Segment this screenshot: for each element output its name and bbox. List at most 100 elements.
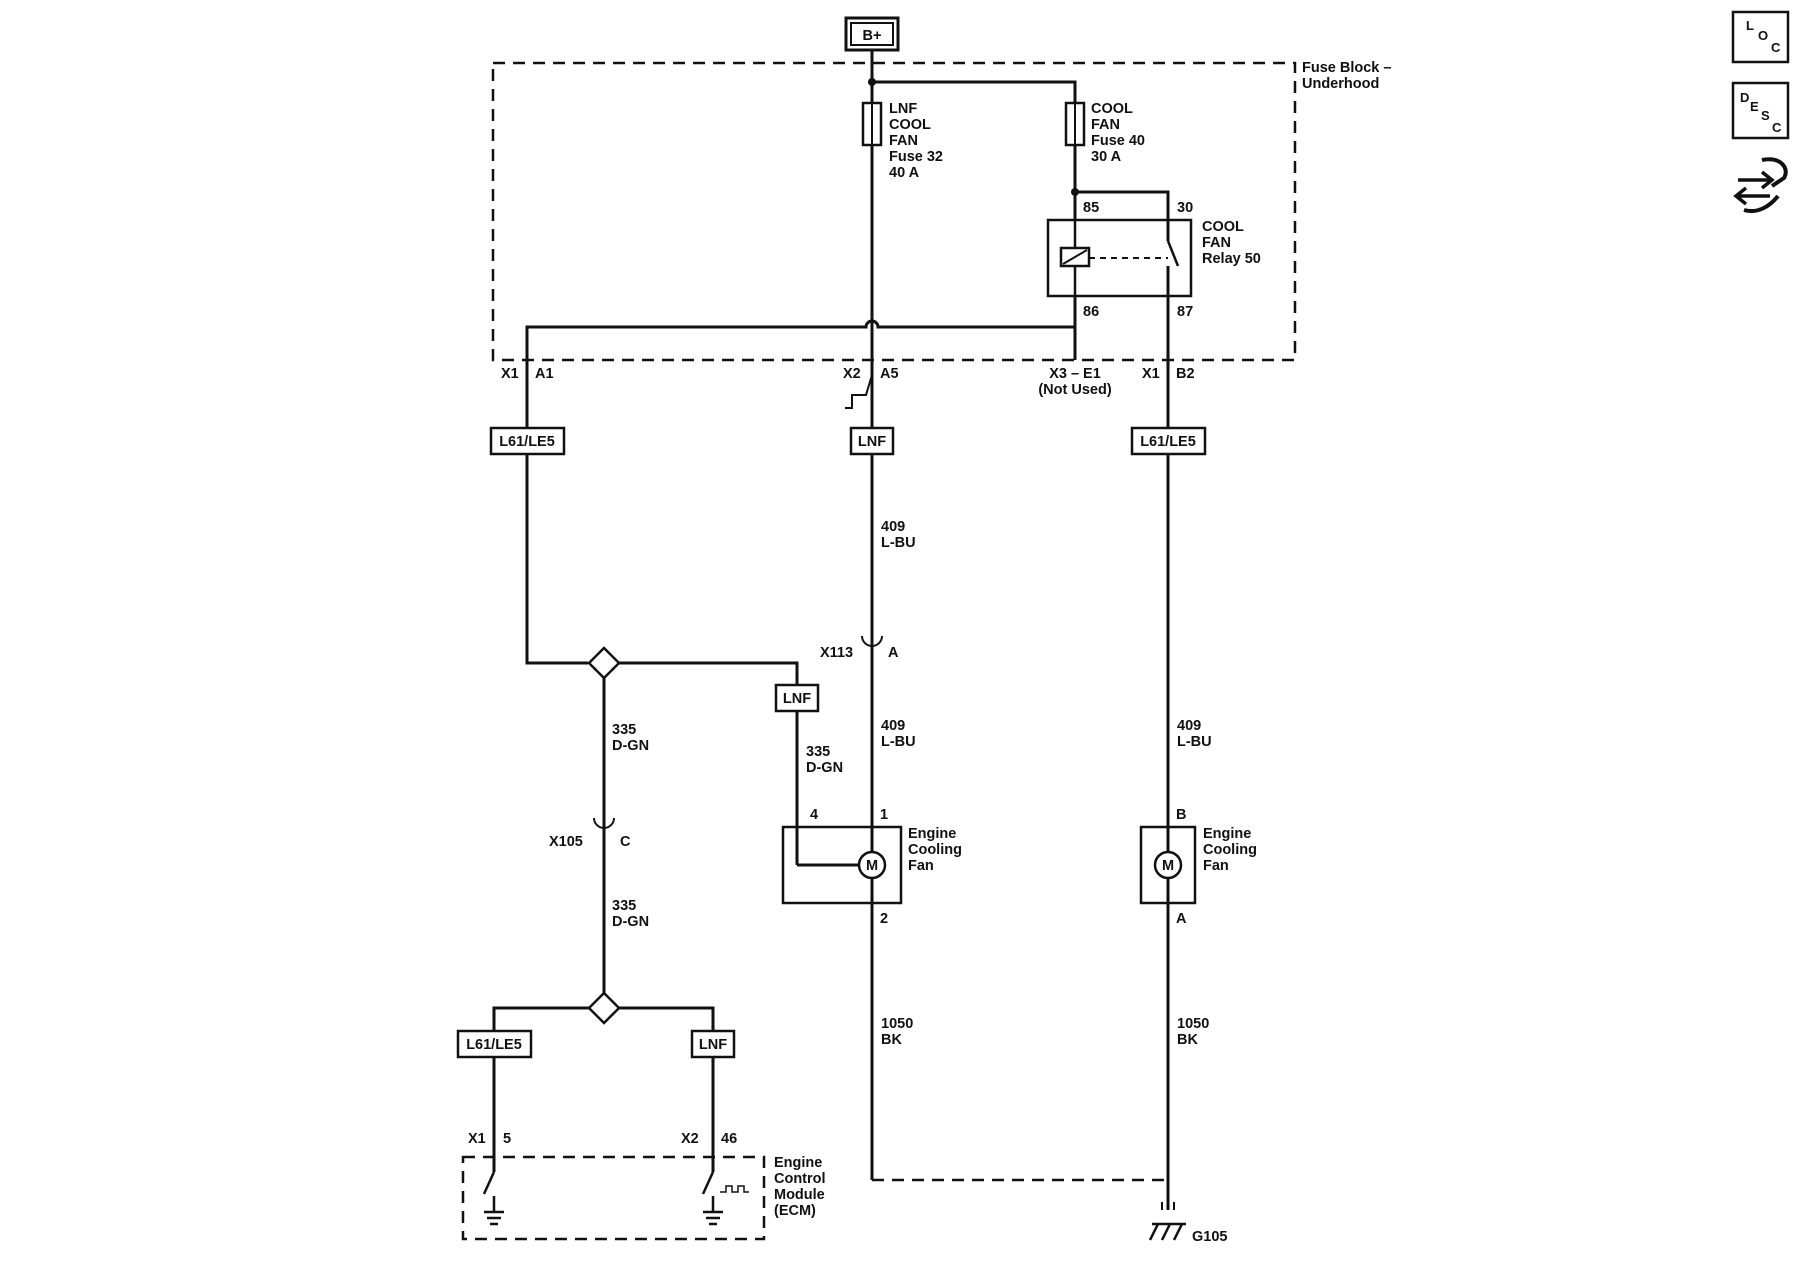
ground-label: G105 (1192, 1229, 1227, 1245)
svg-text:LNF: LNF (858, 434, 886, 450)
wire-to-ecm-x1 (492, 1006, 589, 1033)
conn-x1b2-pin: B2 (1176, 366, 1195, 382)
w409mid-color: L-BU (881, 734, 916, 750)
conn-x1a1-pin: A1 (535, 366, 554, 382)
wire-x1-a1-bus (525, 319, 1075, 430)
wire-335-left-top (525, 454, 588, 665)
fuse-32[interactable] (861, 82, 883, 147)
w335a-color: D-GN (612, 738, 649, 754)
svg-text:L61/LE5: L61/LE5 (466, 1037, 522, 1053)
fan-lnf-label-1: Engine (908, 826, 956, 842)
relay-label-1: COOL (1202, 219, 1244, 235)
w335b-color: D-GN (806, 760, 843, 776)
engine-cooling-fan-std[interactable]: M (1139, 825, 1197, 905)
ecm-label-2: Control (774, 1171, 826, 1187)
w1050b-circuit: 1050 (1177, 1016, 1209, 1032)
fuse40-label-4: 30 A (1091, 149, 1122, 165)
wire-break-symbol (845, 374, 873, 409)
loc-letter-l: L (1746, 18, 1754, 33)
relay-pin-86: 86 (1083, 304, 1099, 320)
conn-x113-name: X113 (820, 645, 853, 661)
w409right-color: L-BU (1177, 734, 1212, 750)
battery-power-terminal[interactable]: B+ (844, 16, 900, 52)
cool-fan-relay-50[interactable] (1046, 218, 1193, 298)
fan-std-label-2: Cooling (1203, 842, 1257, 858)
ecm-label-4: (ECM) (774, 1203, 816, 1219)
motor-symbol: M (866, 858, 878, 874)
desc-letter-e: E (1750, 99, 1759, 114)
w1050a-circuit: 1050 (881, 1016, 913, 1032)
w1050b-color: BK (1177, 1032, 1198, 1048)
fan-lnf-label-3: Fan (908, 858, 934, 874)
wire-to-30 (1075, 190, 1170, 220)
conn-ecm-x2-name: X2 (681, 1131, 699, 1147)
fuse32-label-1: LNF (889, 101, 917, 117)
ecm-label-1: Engine (774, 1155, 822, 1171)
connector-x113[interactable] (861, 620, 883, 647)
conn-ecm-x1-name: X1 (468, 1131, 486, 1147)
wire-to-ecm-x2 (619, 1006, 715, 1033)
w335c-circuit: 335 (612, 898, 636, 914)
fan-lnf-pin-4: 4 (810, 807, 818, 823)
w409mid-circuit: 409 (881, 718, 905, 734)
fan-std-label-1: Engine (1203, 826, 1251, 842)
conn-x3e1-name: X3 – E1 (1049, 366, 1101, 382)
fuse32-label-5: 40 A (889, 165, 920, 181)
conn-x105-pin: C (620, 834, 631, 850)
svg-text:L61/LE5: L61/LE5 (499, 434, 555, 450)
relay-pin-87: 87 (1177, 304, 1193, 320)
conn-ecm-x2-pin: 46 (721, 1131, 737, 1147)
fan-std-pin-a: A (1176, 911, 1187, 927)
fuse32-label-4: Fuse 32 (889, 149, 943, 165)
conn-x105-name: X105 (549, 834, 583, 850)
fuse40-label-3: Fuse 40 (1091, 133, 1145, 149)
fan-lnf-pin-2: 2 (880, 911, 888, 927)
wire-335-to-fan-lnf (619, 661, 799, 685)
option-box-lnf-fan[interactable]: LNF (774, 683, 820, 713)
w335a-circuit: 335 (612, 722, 636, 738)
splice-diamond-lower[interactable] (587, 991, 621, 1025)
option-box-l61-b2[interactable]: L61/LE5 (1130, 426, 1207, 456)
relay-pin-30: 30 (1177, 200, 1193, 216)
svg-text:L61/LE5: L61/LE5 (1140, 434, 1196, 450)
ground-g105-icon[interactable] (1148, 1200, 1186, 1241)
fuse-block-title-2: Underhood (1302, 76, 1379, 92)
option-box-l61-a1[interactable]: L61/LE5 (489, 426, 566, 456)
conn-x3e1-note: (Not Used) (1038, 382, 1111, 398)
fuse32-label-3: FAN (889, 133, 918, 149)
fan-lnf-label-2: Cooling (908, 842, 962, 858)
relay-pin-85: 85 (1083, 200, 1099, 216)
relay-label-2: FAN (1202, 235, 1231, 251)
fan-std-pin-b: B (1176, 807, 1186, 823)
fuse-block-title-1: Fuse Block – (1302, 60, 1391, 76)
desc-letter-c: C (1772, 120, 1782, 135)
wire-bus-fuse40 (872, 80, 1077, 103)
option-box-lnf-a5[interactable]: LNF (849, 426, 895, 456)
desc-button[interactable]: D E S C (1731, 81, 1790, 140)
connector-x105[interactable] (593, 815, 615, 829)
engine-cooling-fan-lnf[interactable]: M (781, 825, 903, 905)
ecm-label-3: Module (774, 1187, 825, 1203)
w409right-circuit: 409 (1177, 718, 1201, 734)
power-label: B+ (863, 28, 882, 44)
fuse40-label-2: FAN (1091, 117, 1120, 133)
w1050a-color: BK (881, 1032, 902, 1048)
fuse-block-outline (491, 61, 1297, 362)
conn-x2a5-pin: A5 (880, 366, 899, 382)
wrench-arrows-icon[interactable] (1733, 157, 1788, 213)
svg-text:LNF: LNF (699, 1037, 727, 1053)
option-box-l61-ecm[interactable]: L61/LE5 (456, 1029, 533, 1059)
relay-label-3: Relay 50 (1202, 251, 1261, 267)
fuse-40[interactable] (1064, 101, 1086, 147)
engine-control-module[interactable] (461, 1152, 766, 1241)
fuse40-label-1: COOL (1091, 101, 1133, 117)
splice-diamond-upper[interactable] (587, 646, 621, 680)
option-box-lnf-ecm[interactable]: LNF (690, 1029, 736, 1059)
fan-lnf-pin-1: 1 (880, 807, 888, 823)
loc-letter-c: C (1771, 40, 1781, 55)
svg-text:LNF: LNF (783, 691, 811, 707)
w409top-color: L-BU (881, 535, 916, 551)
conn-x113-pin: A (888, 645, 899, 661)
loc-button[interactable]: L O C (1731, 10, 1790, 64)
w335c-color: D-GN (612, 914, 649, 930)
